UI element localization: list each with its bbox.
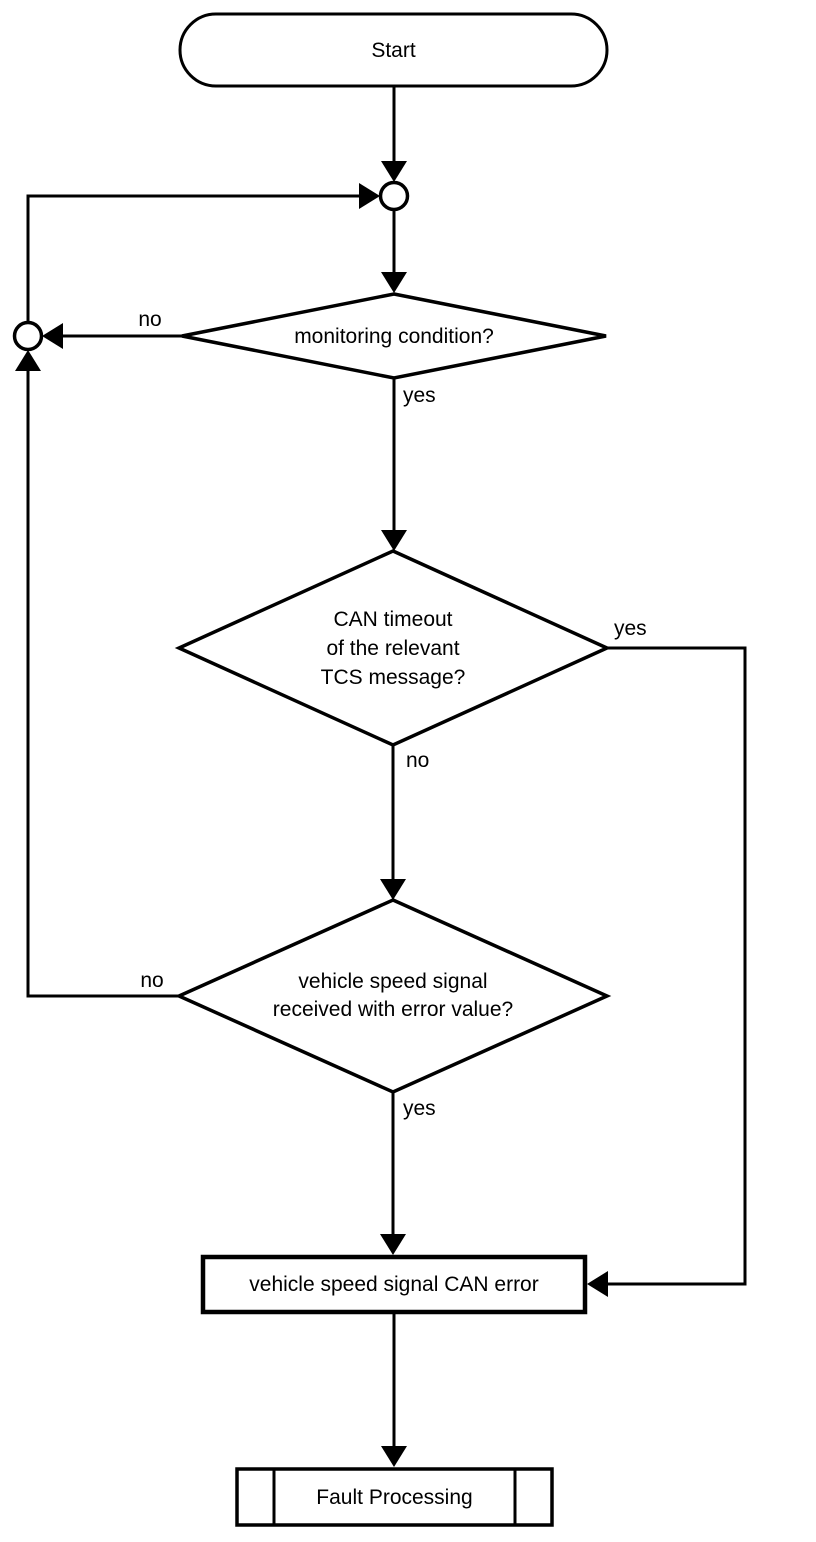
arrowhead-monitoring-no	[42, 323, 63, 349]
decision-vehicle-speed-shape	[174, 898, 612, 1094]
start-label: Start	[371, 38, 416, 62]
arrowhead-cantimeout-yes	[587, 1271, 608, 1297]
arrowhead-into-vehiclespeed	[380, 879, 406, 900]
decision-monitoring-shape	[181, 292, 607, 380]
arrowhead-into-cantimeout	[381, 530, 407, 551]
arrowhead-into-monitoring	[381, 272, 407, 293]
arrowhead-start-to-junction	[381, 161, 407, 182]
junction-circle-top	[378, 180, 410, 212]
vehicle-speed-yes-label: yes	[403, 1097, 436, 1120]
start-terminator-shape	[178, 12, 609, 88]
junction-circle-left	[12, 320, 44, 352]
decision-can-timeout-shape	[174, 549, 612, 747]
decision-can-timeout-label: CAN timeout of the relevant TCS message?	[320, 607, 466, 689]
decision-monitoring-label: monitoring condition?	[294, 324, 494, 348]
arrowhead-into-topjunction	[359, 183, 380, 209]
arrowhead-vehiclespeed-no	[15, 350, 41, 371]
can-timeout-yes-label: yes	[614, 617, 647, 640]
decision-vehicle-speed-label: vehicle speed signal received with error…	[272, 970, 514, 1021]
vehicle-speed-no-label: no	[140, 969, 164, 992]
predefined-fault-processing-shape	[235, 1467, 554, 1527]
edge-cantimeout-yes	[604, 646, 747, 1286]
process-can-error-shape	[200, 1254, 588, 1315]
process-can-error-label: vehicle speed signal CAN error	[249, 1273, 539, 1296]
monitoring-no-label: no	[138, 308, 162, 331]
edge-vehiclespeed-no	[26, 367, 180, 998]
monitoring-yes-label: yes	[403, 384, 436, 407]
arrowhead-into-fault	[381, 1446, 407, 1467]
arrowhead-into-canerror	[380, 1234, 406, 1255]
predefined-fault-processing-label: Fault Processing	[316, 1485, 473, 1509]
edge-leftjunction-to-topjunction	[26, 194, 362, 322]
can-timeout-no-label: no	[406, 749, 430, 772]
